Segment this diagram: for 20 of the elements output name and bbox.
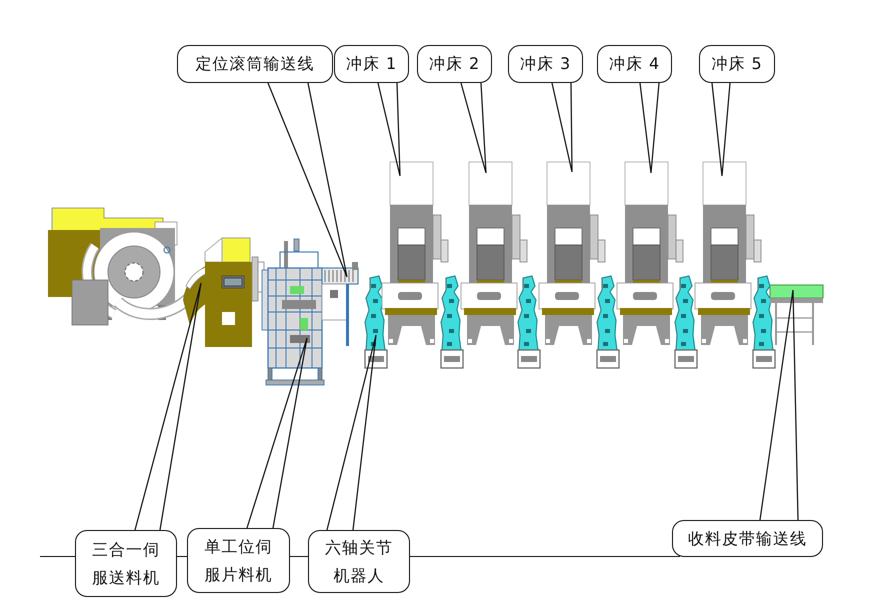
leader-line	[134, 282, 202, 531]
leader-line	[326, 334, 377, 531]
callout-bubble: 六轴关节机器人	[308, 530, 410, 593]
leader-line	[267, 82, 348, 278]
callout-bubble: 单工位伺服片料机	[187, 528, 290, 593]
callout-bubble: 收料皮带输送线	[672, 520, 823, 557]
leader-line	[246, 337, 308, 529]
callout-bubble: 冲床 4	[597, 45, 672, 83]
callout-bubble: 定位滚筒输送线	[177, 45, 333, 83]
callout-bubble: 三合一伺服送料机	[75, 530, 177, 597]
leader-line	[711, 82, 731, 177]
leader-line	[551, 82, 573, 173]
callout-bubble: 冲床 3	[508, 45, 583, 83]
callout-bubble: 冲床 5	[699, 45, 775, 83]
leader-line	[759, 289, 799, 521]
callout-bubble: 冲床 1	[334, 45, 409, 83]
callout-bubble: 冲床 2	[417, 45, 492, 83]
leader-line	[639, 82, 660, 174]
leader-line	[377, 82, 401, 177]
leader-line	[460, 82, 487, 174]
